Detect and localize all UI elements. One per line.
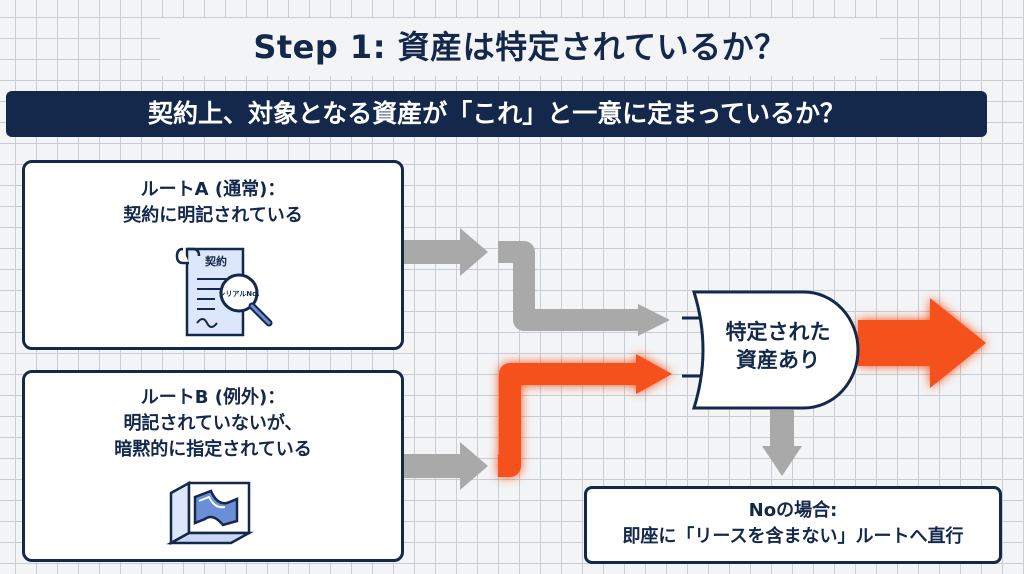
route-b-connector <box>498 354 672 477</box>
no-arrow <box>762 410 802 476</box>
route-b-box: ルートB (例外)： 明記されていないが、 暗黙的に指定されている <box>22 370 404 562</box>
gate-label-line-2: 資産あり <box>736 348 820 372</box>
route-a-box: ルートA (通常)： 契約に明記されている 契約 シリアルNo. <box>22 160 404 350</box>
route-a-connector <box>498 241 670 336</box>
contract-doc-label: 契約 <box>204 254 227 268</box>
no-case-description: 即座に「リースを含まない」ルートへ直行 <box>622 526 964 547</box>
no-case-box: Noの場合: 即座に「リースを含まない」ルートへ直行 <box>584 486 1002 564</box>
gate-label-line-1: 特定された <box>725 320 831 344</box>
route-a-arrow <box>404 228 488 276</box>
page-title: Step 1: 資産は特定されているか？ <box>160 18 880 76</box>
route-b-arrow <box>404 442 488 490</box>
no-case-title: Noの場合: <box>748 500 838 521</box>
gate-label: 特定された 資産あり <box>708 318 848 374</box>
implicit-shape-icon <box>165 475 255 553</box>
route-b-description-line-2: 暗黙的に指定されている <box>114 439 312 460</box>
serial-label: シリアルNo. <box>218 290 259 298</box>
route-a-title: ルートA (通常)： <box>140 179 286 200</box>
route-a-description: 契約に明記されている <box>123 205 303 226</box>
question-banner: 契約上、対象となる資産が「これ」と一意に定まっているか？ <box>6 91 987 137</box>
route-b-description-line-1: 明記されていないが、 <box>123 413 303 434</box>
route-b-title: ルートB (例外)： <box>140 387 286 408</box>
output-arrow <box>858 298 986 388</box>
contract-magnifier-icon: 契約 シリアルNo. <box>165 243 285 341</box>
